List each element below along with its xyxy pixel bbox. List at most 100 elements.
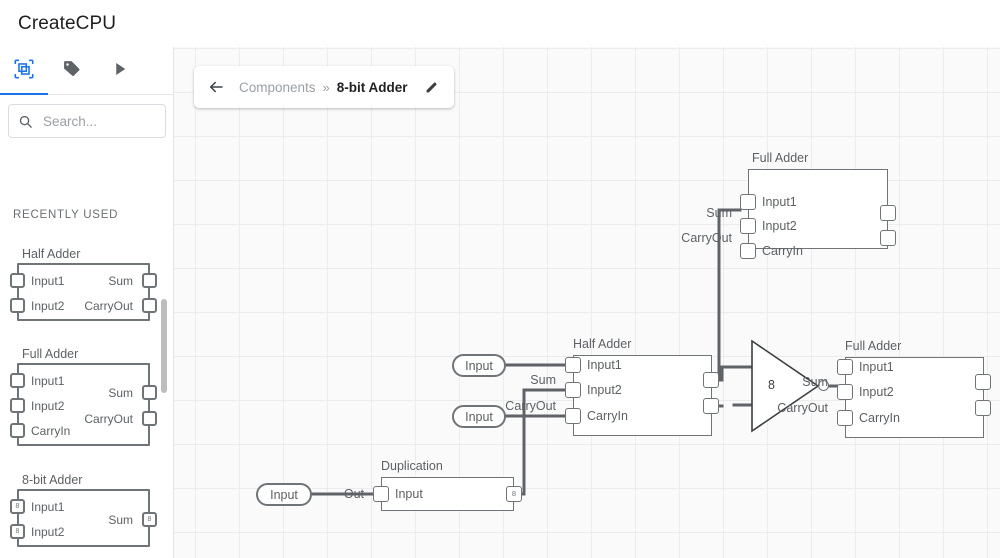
circuit-canvas[interactable]: Components » 8-bit Adder Full Adder Inpu…	[174, 47, 1000, 558]
library-port-label: CarryIn	[31, 424, 71, 438]
library-port-input1: 8	[10, 499, 25, 514]
breadcrumb-separator: »	[322, 79, 330, 95]
library-port-label: Sum	[108, 513, 133, 527]
node-port-input2[interactable]	[837, 384, 853, 400]
search-box[interactable]	[8, 104, 166, 138]
library-port-label: Input1	[31, 500, 65, 514]
node-port-carryout[interactable]	[975, 400, 991, 416]
tab-run[interactable]	[96, 47, 144, 95]
library-port-carryin	[10, 423, 25, 438]
node-port-label: Input2	[859, 385, 894, 399]
node-port-input[interactable]	[373, 486, 389, 502]
library-port-input2	[10, 298, 25, 313]
node-port-out[interactable]: 8	[506, 486, 522, 502]
components-icon	[13, 58, 35, 85]
breadcrumb-parent[interactable]: Components	[239, 79, 316, 95]
node-port-label: CarryIn	[587, 409, 628, 423]
library-port-input2: 8	[10, 524, 25, 539]
library-port-label: Input1	[31, 374, 65, 388]
section-recently-used: RECENTLY USED	[13, 209, 119, 221]
node-port-label: Sum	[802, 375, 828, 389]
library-item-title: Half Adder	[22, 247, 81, 261]
buffer-output-dot[interactable]	[818, 380, 829, 391]
node-port-label: Input1	[762, 195, 797, 209]
tab-active-underline	[0, 93, 48, 95]
sidebar-scrollbar-thumb[interactable]	[161, 299, 167, 393]
node-port-label: Out	[343, 487, 364, 501]
node-port-sum[interactable]	[880, 205, 896, 221]
node-port-label: Input2	[587, 383, 622, 397]
sidebar-scrollbar-track[interactable]	[161, 147, 170, 557]
library-port-sum	[142, 385, 157, 400]
wire-trunk-to-top-fulladder-input2	[717, 208, 742, 379]
library-port-label: Input2	[31, 299, 65, 313]
node-title: Half Adder	[573, 337, 632, 351]
library-port-label: Sum	[108, 386, 133, 400]
search-input[interactable]	[41, 112, 151, 130]
node-title: Full Adder	[845, 339, 902, 353]
node-port-label: CarryOut	[777, 401, 828, 415]
library-port-input2	[10, 398, 25, 413]
canvas-pin-input-2[interactable]: Input	[452, 405, 506, 428]
node-port-input1[interactable]	[740, 194, 756, 210]
canvas-pin-input-1[interactable]: Input	[452, 354, 506, 377]
buffer-triangle-icon	[751, 339, 820, 433]
library-item-body	[17, 263, 150, 321]
node-port-label: CarryIn	[859, 411, 900, 425]
node-port-carryin[interactable]	[837, 410, 853, 426]
breadcrumb-current: 8-bit Adder	[336, 79, 408, 95]
node-body	[748, 169, 888, 249]
library-port-label: Input1	[31, 274, 65, 288]
title-bar: CreateCPU	[0, 0, 1000, 47]
app-title: CreateCPU	[18, 13, 117, 34]
pencil-icon[interactable]	[424, 80, 439, 95]
library-port-sum: 8	[142, 512, 157, 527]
arrow-left-icon[interactable]	[207, 78, 225, 96]
tag-icon	[62, 59, 82, 84]
node-port-label: Input	[395, 487, 423, 501]
library-item-title: Full Adder	[22, 347, 79, 361]
node-port-carryout[interactable]	[703, 398, 719, 414]
node-port-label: Input1	[859, 360, 894, 374]
wire-layer	[308, 208, 839, 496]
canvas-node-bus-buffer[interactable]: 8	[750, 339, 830, 435]
search-icon	[18, 114, 33, 129]
node-port-label: CarryIn	[762, 244, 803, 258]
canvas-pin-input-3[interactable]: Input	[256, 483, 312, 506]
library-port-label: Input2	[31, 525, 65, 539]
tab-labels[interactable]	[48, 47, 96, 95]
node-port-label: Sum	[530, 373, 556, 387]
node-body	[573, 355, 712, 436]
node-port-carryin[interactable]	[740, 243, 756, 259]
node-port-input2[interactable]	[565, 382, 581, 398]
library-port-input1	[10, 373, 25, 388]
library-item-body	[17, 489, 150, 547]
node-port-sum[interactable]	[975, 374, 991, 390]
breadcrumb: Components » 8-bit Adder	[194, 66, 454, 108]
library-port-label: CarryOut	[84, 299, 133, 313]
sidebar: RECENTLY USED Half Adder Input1 Input2 S…	[0, 47, 174, 558]
library-port-label: Input2	[31, 399, 65, 413]
node-port-carryin[interactable]	[565, 408, 581, 424]
library-port-input1	[10, 273, 25, 288]
library-port-carryout	[142, 298, 157, 313]
node-port-input1[interactable]	[565, 357, 581, 373]
node-body	[381, 477, 514, 511]
library-item-title: 8-bit Adder	[22, 473, 83, 487]
library-item-body	[17, 363, 150, 446]
node-port-label: CarryOut	[505, 399, 556, 413]
node-port-label: CarryOut	[681, 231, 732, 245]
node-port-carryout[interactable]	[880, 230, 896, 246]
node-port-sum[interactable]	[703, 372, 719, 388]
node-body	[845, 357, 984, 438]
tab-components[interactable]	[0, 47, 48, 95]
node-title: Full Adder	[752, 151, 809, 165]
node-port-label: Input2	[762, 219, 797, 233]
library-port-sum	[142, 273, 157, 288]
sidebar-tabbar	[0, 47, 174, 95]
node-port-input1[interactable]	[837, 359, 853, 375]
buffer-width-label: 8	[768, 378, 775, 392]
node-title: Duplication	[381, 459, 443, 473]
node-port-input2[interactable]	[740, 218, 756, 234]
